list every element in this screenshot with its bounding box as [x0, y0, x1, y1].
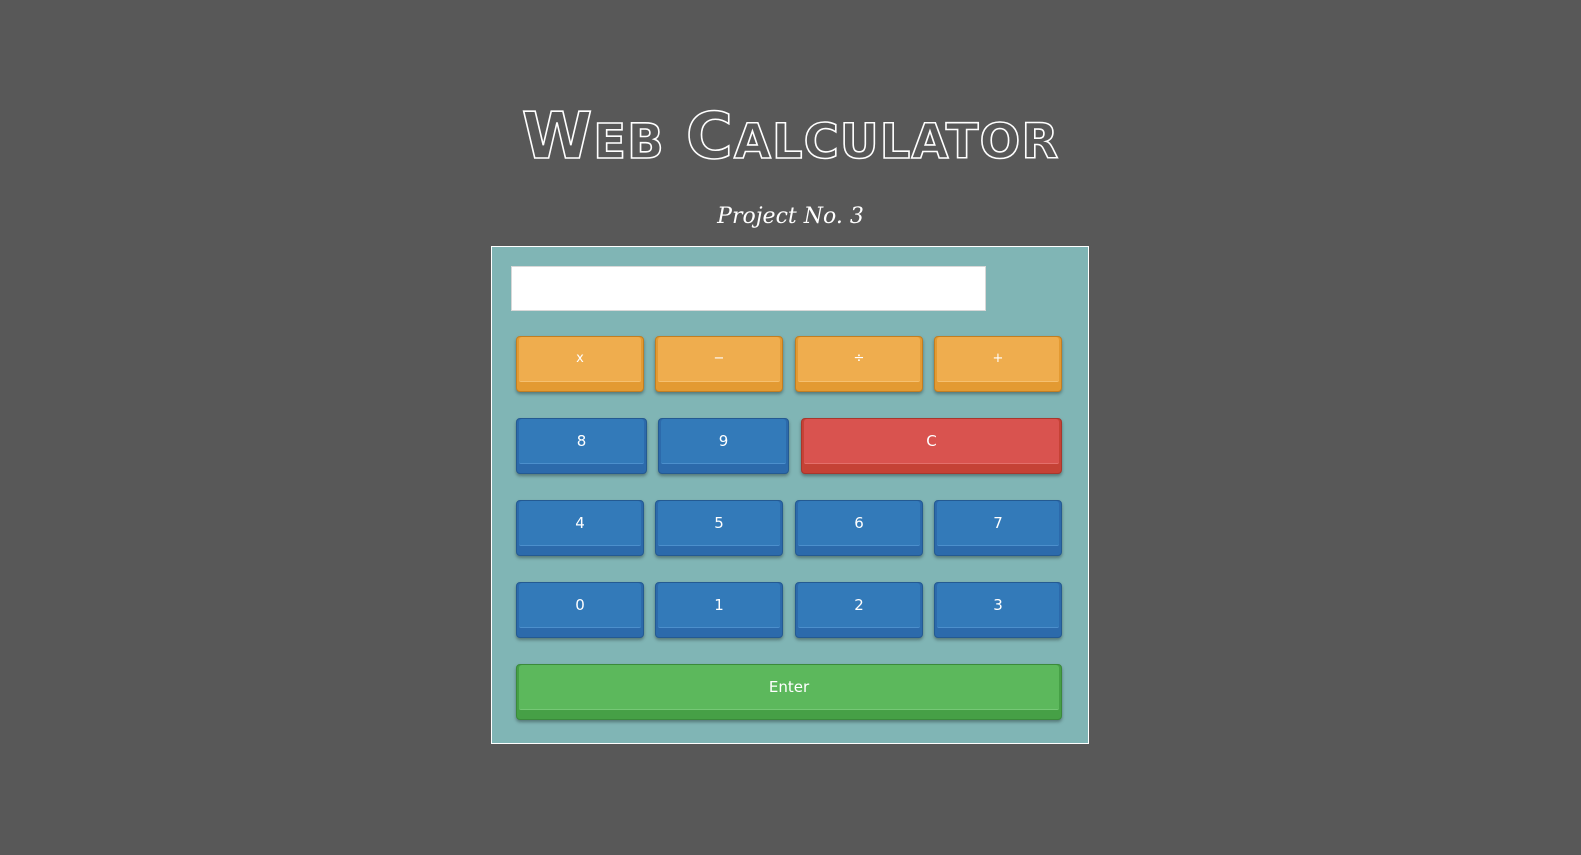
- digit-5-label: 5: [658, 501, 780, 546]
- enter-label: Enter: [519, 665, 1059, 710]
- page-subtitle: Project No. 3: [717, 204, 864, 229]
- digit-9-button[interactable]: 9: [658, 418, 789, 474]
- multiply-button[interactable]: x: [516, 336, 644, 392]
- digit-4-button[interactable]: 4: [516, 500, 644, 556]
- subtract-button[interactable]: −: [655, 336, 783, 392]
- digit-8-label: 8: [519, 419, 644, 464]
- digit-1-label: 1: [658, 583, 780, 628]
- title-letter-c: C: [685, 100, 734, 174]
- digit-6-button[interactable]: 6: [795, 500, 923, 556]
- page-title: Web Calculator: [0, 100, 1581, 177]
- digit-2-label: 2: [798, 583, 920, 628]
- title-rest-web: eb: [592, 113, 665, 171]
- title-rest-calculator: alculator: [733, 113, 1060, 171]
- digit-0-button[interactable]: 0: [516, 582, 644, 638]
- title-letter-w: W: [521, 100, 594, 174]
- digit-3-label: 3: [937, 583, 1059, 628]
- digit-7-label: 7: [937, 501, 1059, 546]
- digit-8-button[interactable]: 8: [516, 418, 647, 474]
- digit-5-button[interactable]: 5: [655, 500, 783, 556]
- clear-button[interactable]: C: [801, 418, 1062, 474]
- add-button[interactable]: +: [934, 336, 1062, 392]
- add-label: +: [937, 337, 1059, 382]
- subtract-label: −: [658, 337, 780, 382]
- digit-2-button[interactable]: 2: [795, 582, 923, 638]
- digit-9-label: 9: [661, 419, 786, 464]
- calculator-display[interactable]: [511, 266, 986, 311]
- divide-button[interactable]: ÷: [795, 336, 923, 392]
- multiply-label: x: [519, 337, 641, 382]
- digit-7-button[interactable]: 7: [934, 500, 1062, 556]
- digit-4-label: 4: [519, 501, 641, 546]
- calculator-panel: x − ÷ + 8 9 C 4 5 6 7 0 1 2 3 Ente: [491, 246, 1089, 744]
- enter-button[interactable]: Enter: [516, 664, 1062, 720]
- divide-label: ÷: [798, 337, 920, 382]
- digit-1-button[interactable]: 1: [655, 582, 783, 638]
- digit-6-label: 6: [798, 501, 920, 546]
- digit-3-button[interactable]: 3: [934, 582, 1062, 638]
- clear-label: C: [804, 419, 1059, 464]
- digit-0-label: 0: [519, 583, 641, 628]
